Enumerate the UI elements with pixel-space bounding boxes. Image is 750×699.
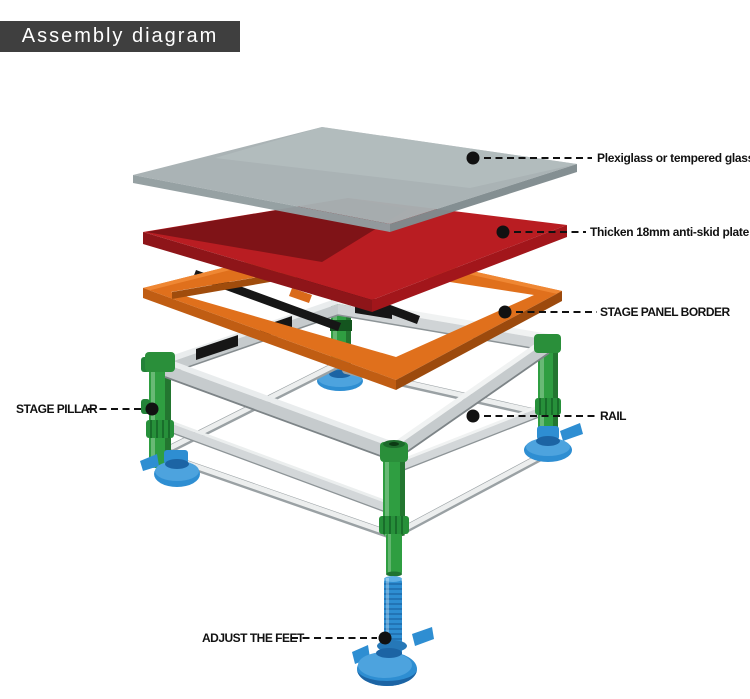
label-stage-panel-border: STAGE PANEL BORDER <box>600 305 730 319</box>
plexiglass-panel <box>133 127 577 232</box>
page-title: Assembly diagram <box>0 21 240 52</box>
rail-beam-mid <box>166 403 545 515</box>
stage-foot-left <box>140 450 200 487</box>
adjustable-foot <box>352 576 434 686</box>
leader-dot-adjust-feet <box>378 631 392 645</box>
pillar-clamp-right <box>534 334 561 353</box>
leader-lines <box>88 157 597 639</box>
label-rail: RAIL <box>600 409 627 423</box>
leader-dot-rail <box>466 409 480 423</box>
label-adjust-the-feet: ADJUST THE FEET <box>202 631 304 645</box>
stage-pillar-right <box>535 336 561 446</box>
label-anti-skid-plate: Thicken 18mm anti-skid plate <box>590 225 749 239</box>
leader-dots <box>145 151 512 645</box>
rail-beam-front-left <box>164 358 395 462</box>
leader-dot-plexiglass <box>466 151 480 165</box>
rail-beam-front-right <box>393 334 550 462</box>
page-title-text: Assembly diagram <box>21 25 219 47</box>
leader-dot-anti-skid <box>496 225 510 239</box>
stage-pillar-front <box>379 440 409 577</box>
label-stage-pillar: STAGE PILLAR <box>16 402 98 416</box>
stage-foot-right <box>524 423 583 462</box>
leader-dot-panel-border <box>498 305 512 319</box>
label-plexiglass: Plexiglass or tempered glass <box>597 151 750 165</box>
rail-tube-front <box>171 448 554 538</box>
leader-dot-stage-pillar <box>145 402 159 416</box>
pillar-clamp-left <box>145 352 175 372</box>
stage-frame <box>140 298 583 577</box>
